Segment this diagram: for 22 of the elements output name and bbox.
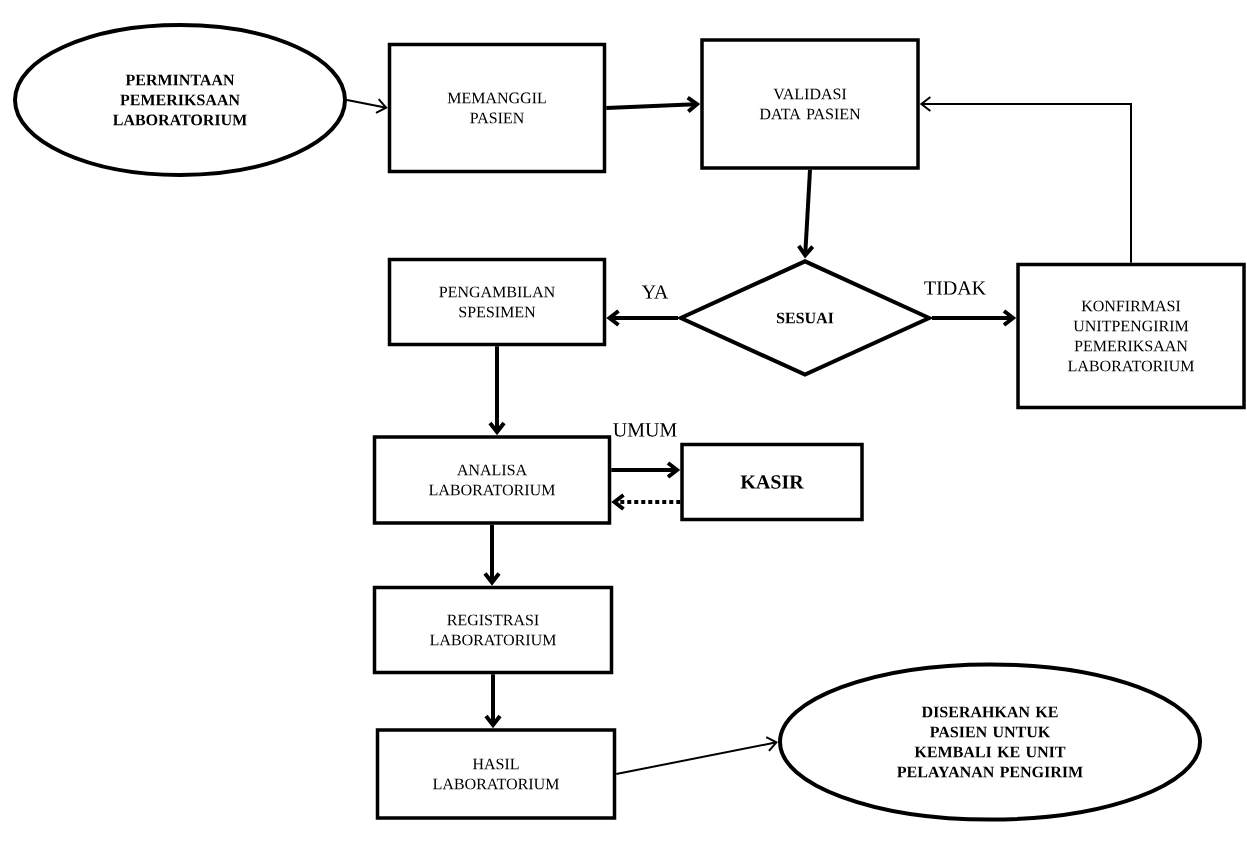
arrow [615, 736, 778, 775]
process-box: REGISTRASI LABORATORIUM [372, 585, 614, 675]
arrow [483, 524, 501, 586]
process-box: MEMANGGIL PASIEN [387, 42, 607, 174]
arrow [919, 96, 1132, 264]
arrow [346, 98, 388, 114]
edge-label: YA [640, 284, 670, 300]
arrow [611, 493, 681, 511]
process-box: HASIL LABORATORIUM [375, 728, 617, 820]
process-box: VALIDASI DATA PASIEN [700, 38, 920, 170]
process-box: ANALISA LABORATORIUM [372, 435, 612, 525]
arrow [606, 95, 701, 114]
edge-label: UMUM [611, 422, 679, 438]
arrow [606, 309, 678, 327]
arrow [488, 346, 506, 436]
process-box: KONFIRMASI UNITPENGIRIM PEMERIKSAAN LABORATORIUM [1016, 262, 1246, 410]
arrow [932, 309, 1017, 327]
process-box: PENGAMBILAN SPESIMEN [387, 257, 607, 347]
arrow [611, 461, 681, 479]
arrow [797, 169, 815, 259]
arrow [484, 674, 502, 729]
process-box: KASIR [680, 442, 864, 522]
